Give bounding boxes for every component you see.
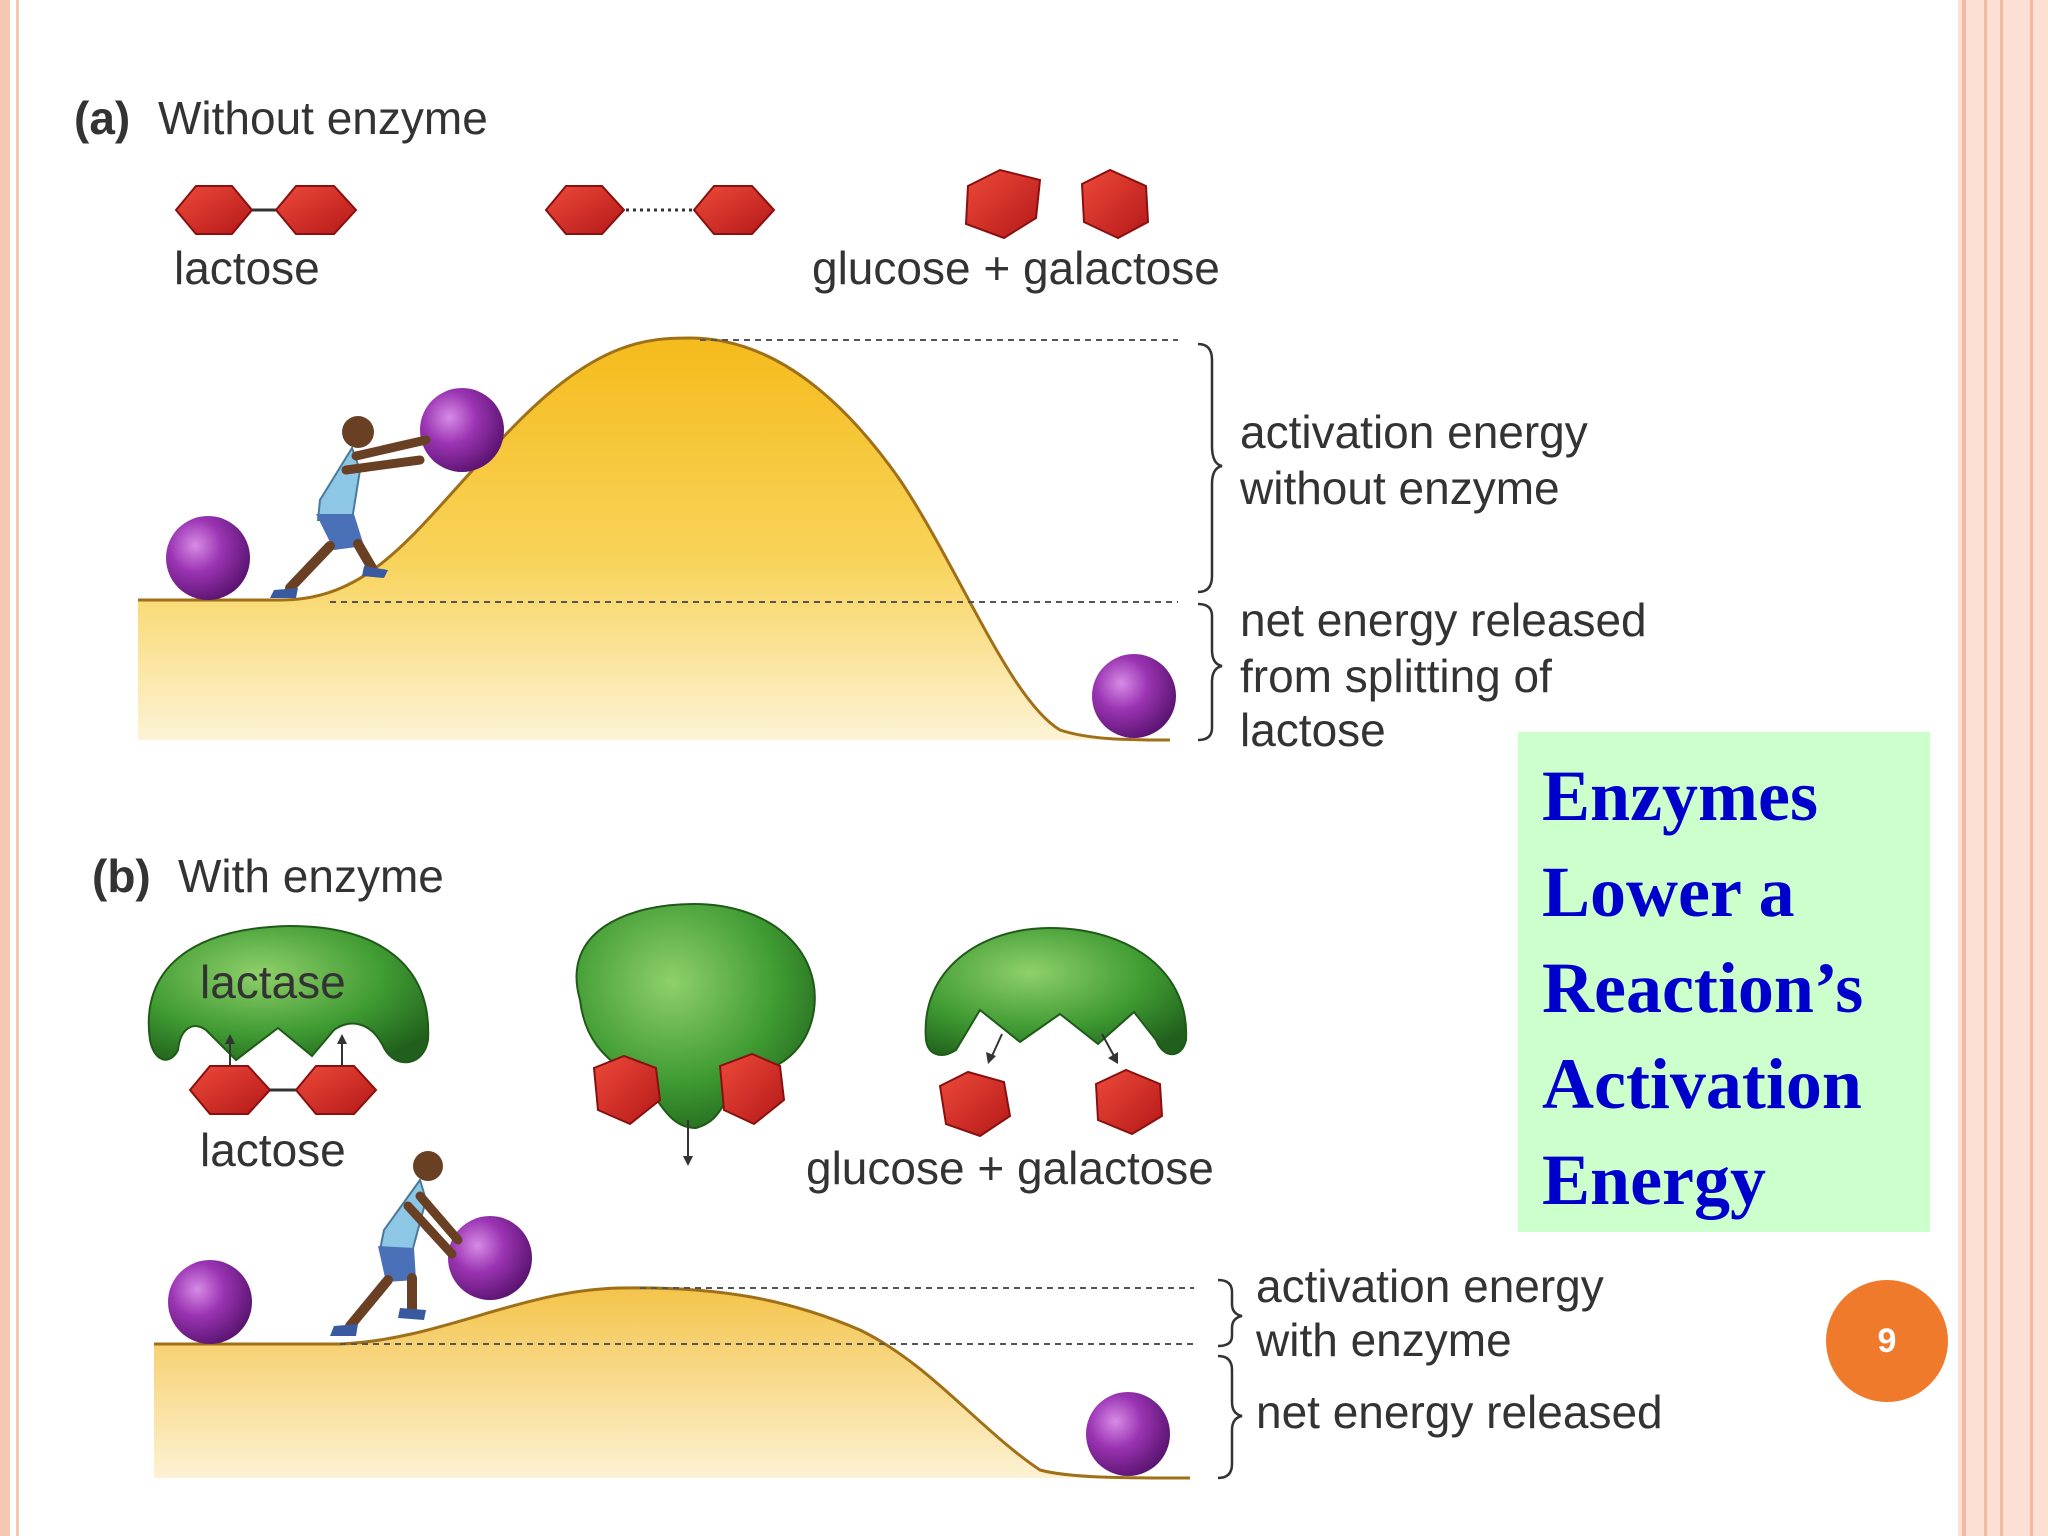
panel-b-net-label: net energy released	[1256, 1386, 1663, 1438]
panel-a-energy-hill	[138, 338, 1170, 740]
panel-a-net-brace	[1197, 602, 1223, 742]
panel-a-net-label-line1: net energy released	[1240, 594, 1647, 646]
lactose-molecule-icon	[188, 1065, 378, 1115]
callout-line: Enzymes	[1542, 756, 1818, 836]
panel-b-title: With enzyme	[178, 850, 444, 902]
callout-line: Energy	[1542, 1140, 1766, 1220]
page-number-badge: 9	[1826, 1280, 1948, 1402]
enzyme-substrate-complex-icon	[575, 902, 816, 1166]
panel-b-lactose-label: lactose	[200, 1124, 346, 1176]
slide-frame-left-line	[16, 0, 19, 1536]
panel-a-activation-label-line1: activation energy	[1240, 406, 1588, 458]
panel-a-net-label-line3: lactose	[1240, 704, 1386, 756]
ball-end-icon	[1092, 654, 1176, 738]
glucose-galactose-molecules-icon	[964, 168, 1150, 240]
ball-pushed-icon	[448, 1216, 532, 1300]
panel-b-energy-hill	[154, 1287, 1190, 1478]
ball-pushed-icon	[420, 388, 504, 472]
callout-line: Activation	[1542, 1044, 1862, 1124]
lactase-enzyme-icon	[147, 924, 430, 1064]
slide-frame-right-line	[2000, 0, 2003, 1536]
panel-a-energy-curve	[138, 336, 1171, 742]
panel-b-letter: (b)	[92, 850, 151, 902]
person-pushing-ball-icon	[330, 1151, 463, 1336]
panel-a-lactose-label: lactose	[174, 242, 320, 294]
panel-b-activation-label-line2: with enzyme	[1255, 1314, 1512, 1366]
panel-b-activation-brace	[1217, 1278, 1243, 1348]
panel-a-letter: (a)	[74, 92, 130, 144]
panel-a-net-label-line2: from splitting of	[1240, 650, 1552, 702]
callout-line: Lower a	[1542, 852, 1795, 932]
panel-b-activation-label-line1: activation energy	[1256, 1260, 1604, 1312]
slide-frame-right-line	[2030, 0, 2033, 1536]
title-callout-box: Enzymes Lower a Reaction’s Activation En…	[1518, 732, 1930, 1232]
slide-frame-right-line	[1962, 0, 1966, 1536]
breaking-bond-molecule-icon	[544, 185, 776, 235]
enzyme-activation-diagram: (a) Without enzyme lactose glucose + gal…	[74, 92, 1663, 1480]
slide-frame-right	[1958, 0, 2048, 1536]
lactose-molecule-icon	[174, 185, 358, 235]
slide-frame-right-line	[1984, 0, 1987, 1536]
panel-b-products-label: glucose + galactose	[806, 1142, 1214, 1194]
panel-b-energy-curve	[154, 1286, 1191, 1480]
panel-b-net-brace	[1217, 1354, 1243, 1480]
panel-a-activation-brace	[1197, 342, 1223, 594]
ball-start-icon	[166, 516, 250, 600]
ball-end-icon	[1086, 1392, 1170, 1476]
enzyme-releasing-products-icon	[924, 926, 1188, 1138]
callout-line: Reaction’s	[1542, 948, 1864, 1028]
panel-a-products-label: glucose + galactose	[812, 242, 1220, 294]
person-pushing-ball-icon	[270, 416, 431, 598]
page-number: 9	[1877, 1321, 1897, 1360]
panel-a-activation-label-line2: without enzyme	[1239, 462, 1560, 514]
slide-frame-left	[0, 0, 10, 1536]
ball-start-icon	[168, 1260, 252, 1344]
lactase-label: lactase	[200, 956, 346, 1008]
panel-a-title: Without enzyme	[158, 92, 488, 144]
